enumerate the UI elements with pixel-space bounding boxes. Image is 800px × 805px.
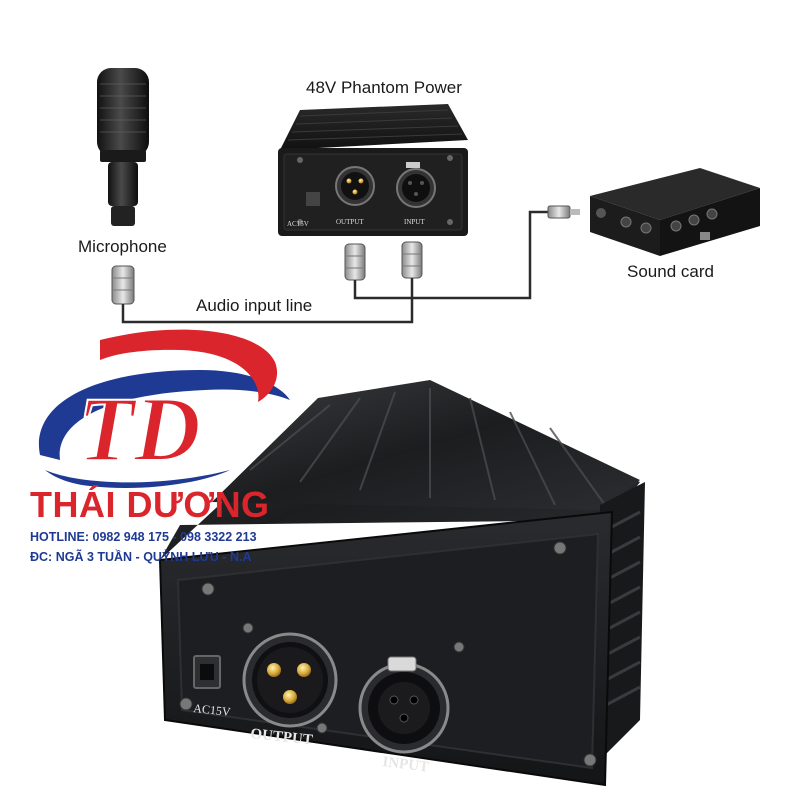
device-power-label: AC15V xyxy=(193,701,232,719)
sound-card xyxy=(590,168,760,256)
audio-line-label: Audio input line xyxy=(196,296,313,315)
phantom-power-box: AC15V OUTPUT INPUT xyxy=(158,380,645,787)
device-input-label: INPUT xyxy=(382,754,430,776)
sound-card-label: Sound card xyxy=(627,262,714,281)
brand-address: ĐC: NGÃ 3 TUẦN - QUỲNH LƯU - N.A xyxy=(30,550,252,564)
xlr-connector xyxy=(344,243,366,281)
diagram-power-label: AC15V xyxy=(287,220,309,228)
brand-logo: TD xyxy=(38,329,290,489)
audio-cable xyxy=(121,210,552,324)
phantom-power-box-diagram xyxy=(278,104,468,236)
device-output-label: OUTPUT xyxy=(250,726,314,748)
microphone-label: Microphone xyxy=(78,237,167,256)
xlr-connector xyxy=(401,241,423,279)
diagram-input-label: INPUT xyxy=(404,218,425,226)
brand-name: THÁI DƯƠNG xyxy=(30,484,270,525)
diagram-output-label: OUTPUT xyxy=(336,218,364,226)
xlr-connector xyxy=(111,265,135,305)
jack-plug xyxy=(547,205,580,219)
diagram-title: 48V Phantom Power xyxy=(306,78,462,97)
logo-letters: TD xyxy=(78,378,201,480)
brand-hotline: HOTLINE: 0982 948 175 - 098 3322 213 xyxy=(30,530,257,544)
microphone xyxy=(97,68,149,226)
